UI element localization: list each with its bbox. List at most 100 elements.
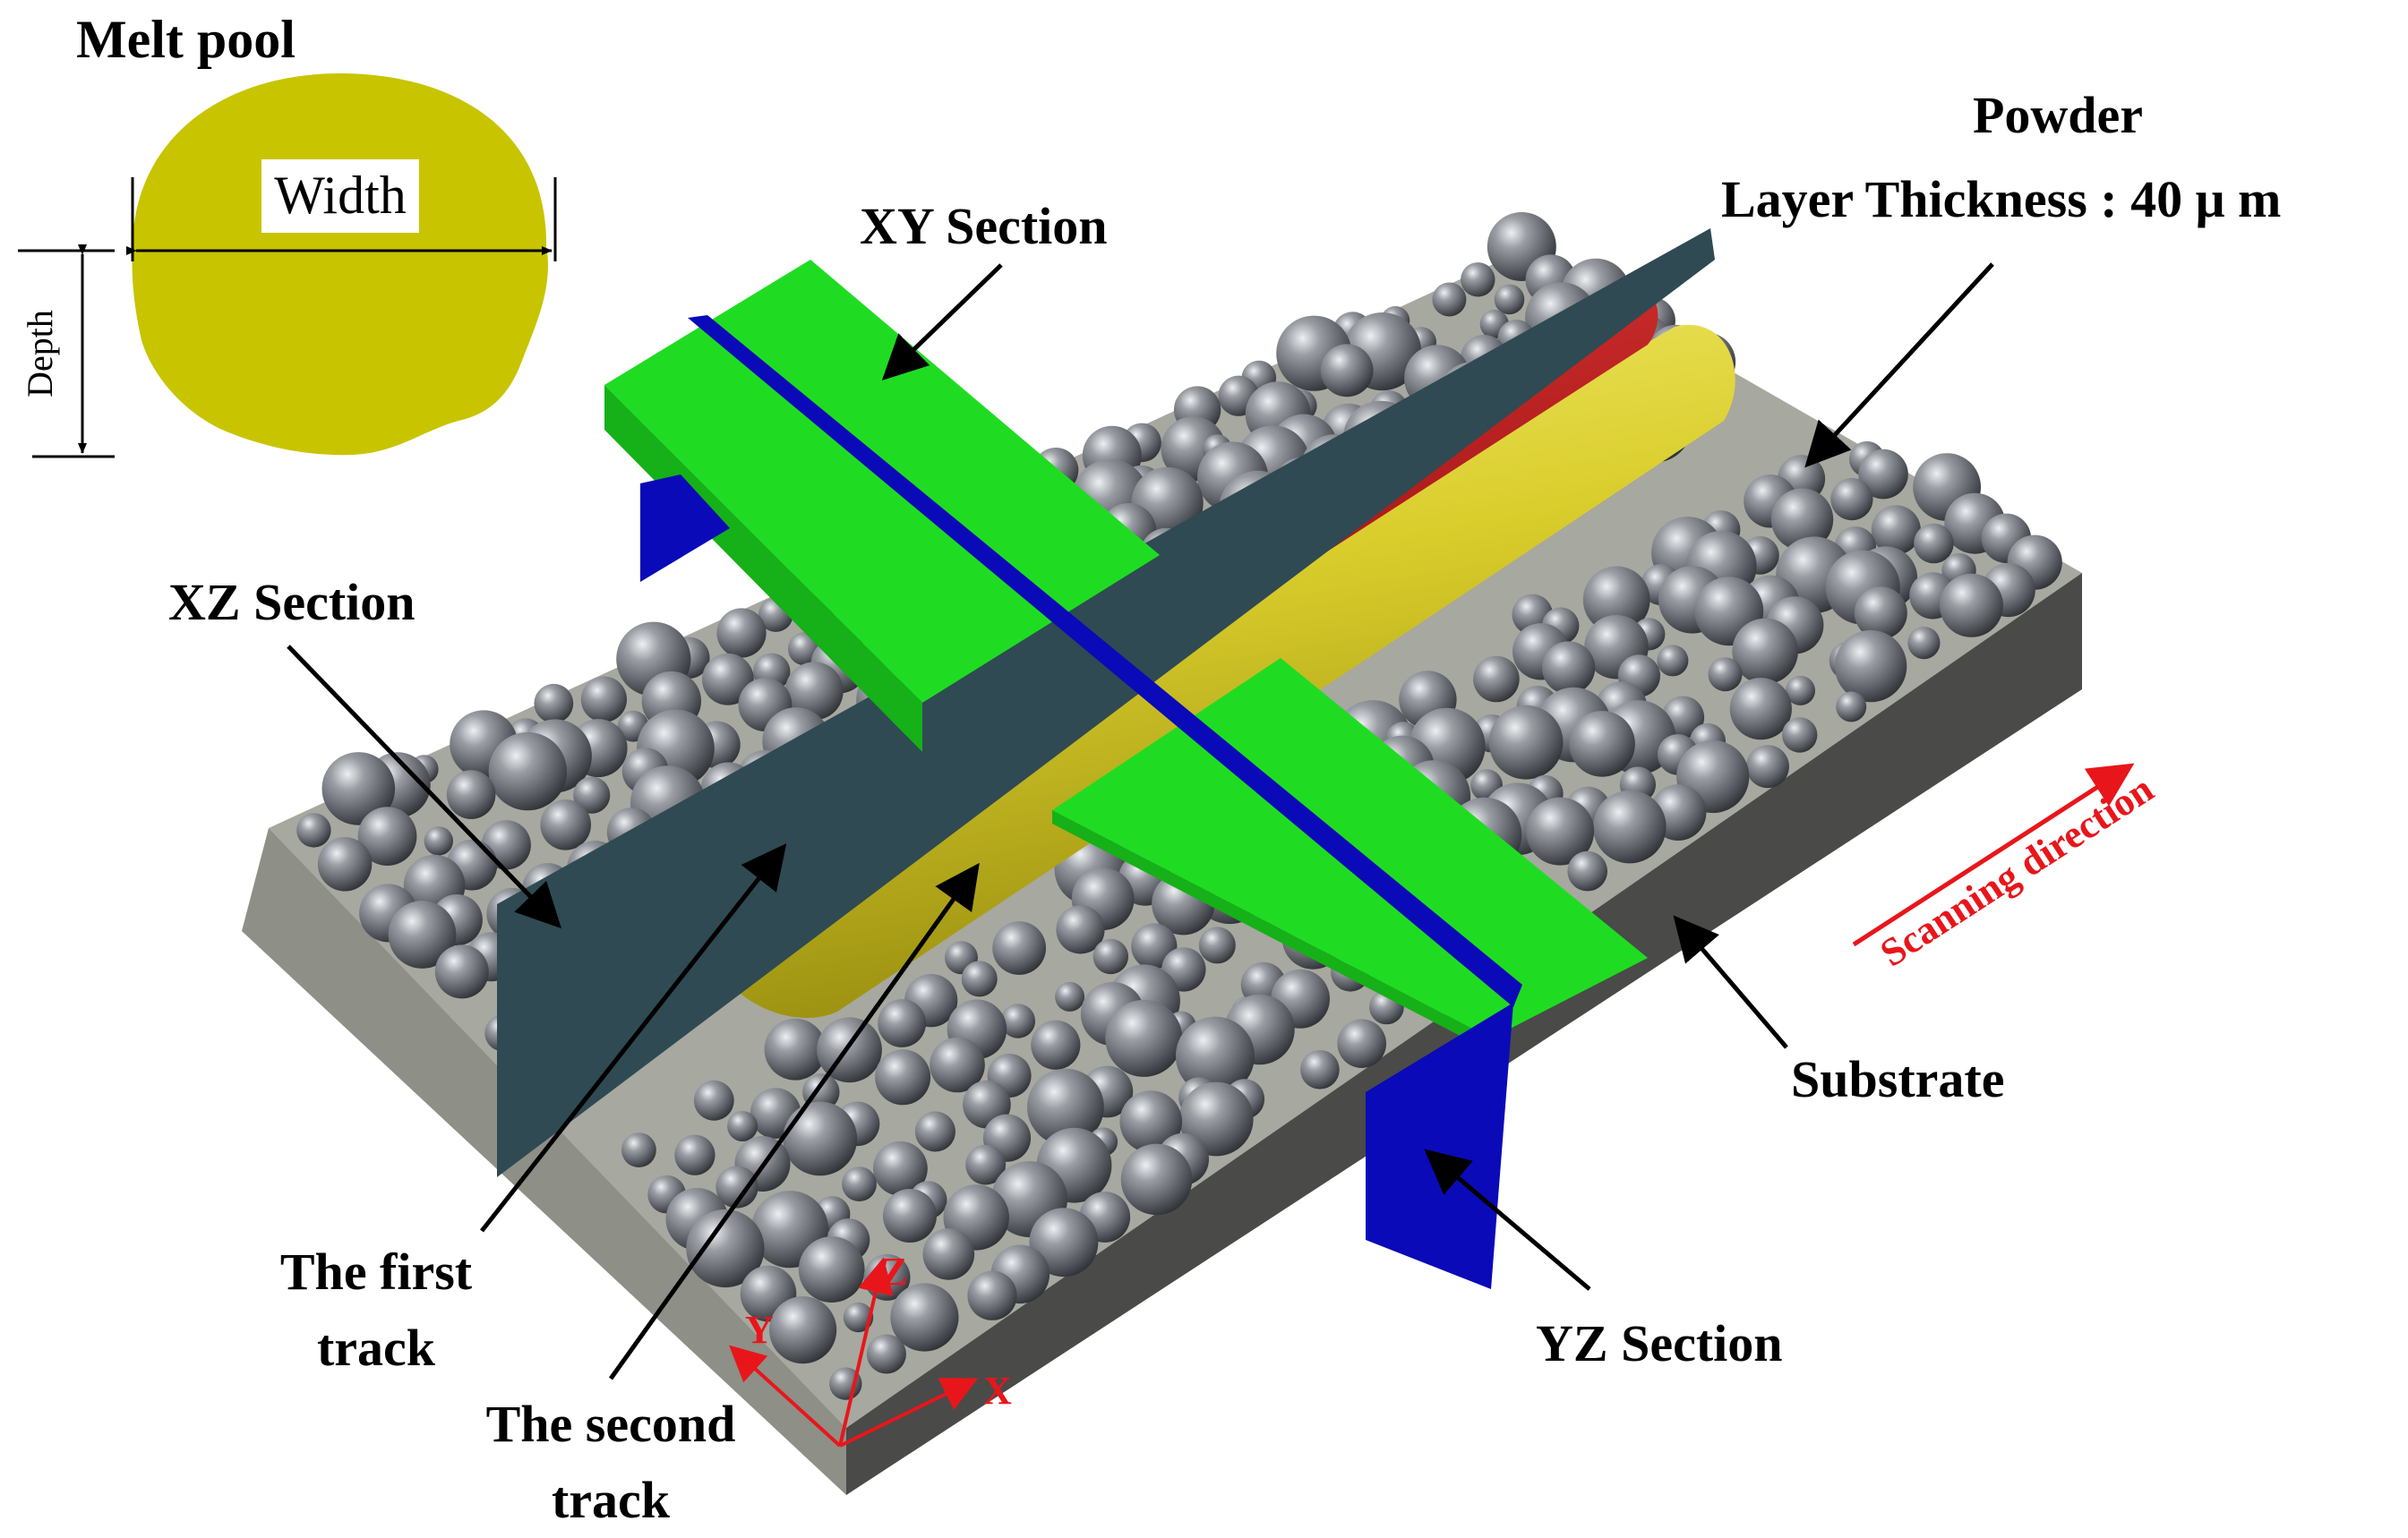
powder-particle — [930, 1037, 985, 1093]
powder-particle — [621, 1132, 656, 1167]
substrate-arrow — [1673, 915, 1788, 1049]
powder-particle — [1056, 905, 1105, 954]
powder-particle — [1461, 262, 1495, 297]
powder-particle — [914, 1111, 955, 1152]
powder-particle — [317, 837, 373, 892]
powder-particle — [764, 1018, 827, 1081]
sections — [497, 228, 1715, 1289]
powder-particle — [1939, 573, 2003, 637]
powder-particle — [1119, 1090, 1182, 1153]
powder-particle — [321, 752, 396, 825]
powder-particle — [1105, 999, 1183, 1077]
powder-particle — [992, 921, 1046, 975]
powder-particle — [1000, 1004, 1036, 1038]
powder-particle — [1175, 1016, 1255, 1096]
melt-pool-inset: Width Depth Melt pool — [18, 10, 557, 458]
powder-particle — [540, 799, 591, 850]
powder-particle — [686, 1209, 765, 1288]
powder-label: Powder — [1973, 86, 2143, 144]
second-track-arrow — [608, 862, 980, 1380]
powder-particle — [1708, 657, 1743, 692]
yz-section-plane-top — [688, 315, 1522, 1007]
powder-particle — [424, 826, 453, 856]
melt-pool-title: Melt pool — [76, 10, 296, 69]
powder-particle — [1542, 641, 1596, 695]
annotation-arrows — [287, 262, 1994, 1380]
text-labels: XY Section XZ Section YZ Section Powder … — [168, 86, 2281, 1529]
powder-particle — [573, 776, 611, 814]
powder-particle — [967, 1270, 1017, 1320]
powder-particle — [716, 1166, 758, 1209]
powder-particle — [1834, 629, 1907, 703]
second-track-label-line1: The second — [486, 1395, 736, 1453]
powder-particle — [1830, 478, 1873, 521]
yz-section-arrow — [1424, 1149, 1591, 1291]
powder-particle — [1858, 449, 1908, 500]
powder-particle — [883, 1189, 937, 1243]
powder-particle — [1055, 981, 1085, 1012]
y-axis-label: Y — [745, 1308, 774, 1352]
powder-particle — [1488, 705, 1564, 780]
powder-particle — [1786, 675, 1815, 705]
yz-section-label: YZ Section — [1536, 1314, 1783, 1372]
powder-particle — [446, 770, 496, 819]
powder-particle — [1871, 505, 1921, 555]
scanning-direction-label: Scanning direction — [1872, 766, 2161, 975]
powder-particle — [961, 961, 998, 997]
powder-particle — [783, 1101, 858, 1176]
x-axis-label: X — [983, 1369, 1012, 1413]
xy-section-plane-back-edge — [604, 385, 922, 752]
second-track-body — [707, 324, 1735, 1019]
powder-particle — [1782, 717, 1818, 753]
yz-section-plane-front-drop — [1366, 1003, 1513, 1289]
powder-particle — [769, 1296, 837, 1364]
yz-section-plane-back-drop — [640, 474, 730, 582]
scanning-direction-arrow — [1852, 763, 2135, 947]
powder-particle — [890, 1283, 959, 1352]
powder-particle — [1473, 655, 1520, 703]
powder-particle — [1657, 645, 1689, 677]
powder-particle — [1027, 1068, 1104, 1146]
width-label-box — [261, 159, 419, 233]
substrate-label: Substrate — [1791, 1050, 2004, 1108]
powder-particle — [1914, 523, 1954, 564]
powder-particle — [702, 653, 754, 705]
powder-particle — [1320, 344, 1374, 397]
xz-section-label: XZ Section — [168, 573, 416, 631]
powder-particle — [1582, 566, 1650, 634]
powder-particle — [580, 676, 628, 722]
powder-particle — [1593, 790, 1667, 864]
powder-particle — [817, 1017, 882, 1083]
second-track-label-line2: track — [552, 1471, 671, 1529]
xz-section-plane — [497, 228, 1715, 1177]
powder-particle — [1836, 691, 1867, 722]
melt-pool-shape — [132, 73, 548, 456]
powder-particle — [1432, 282, 1467, 317]
powder-particle — [1494, 284, 1525, 315]
powder-particle — [873, 1141, 928, 1196]
powder-particle — [357, 807, 417, 866]
powder-particle — [1300, 1050, 1340, 1089]
xz-section-arrow — [287, 645, 561, 929]
powder-particle — [1178, 1081, 1254, 1157]
powder-particle — [1732, 618, 1798, 685]
first-track-arrow — [480, 843, 787, 1233]
width-label: Width — [274, 166, 407, 225]
xy-section-label: XY Section — [860, 197, 1108, 255]
powder-particle — [866, 1334, 906, 1374]
xy-section-plane-front-edge — [1052, 810, 1491, 1052]
powder-particle — [1198, 927, 1236, 964]
depth-label: Depth — [20, 310, 60, 397]
powder-particle — [727, 1111, 758, 1141]
powder-particle — [1567, 850, 1607, 892]
powder-particle — [534, 683, 574, 723]
powder-particle — [1093, 938, 1129, 975]
powder-arrow — [1804, 262, 1994, 468]
powder-particle — [488, 731, 567, 811]
x-axis — [839, 1378, 979, 1448]
powder-particle — [878, 999, 926, 1047]
powder-particle — [693, 1080, 734, 1121]
powder-particle — [388, 901, 457, 969]
powder-particle — [1029, 1208, 1099, 1277]
